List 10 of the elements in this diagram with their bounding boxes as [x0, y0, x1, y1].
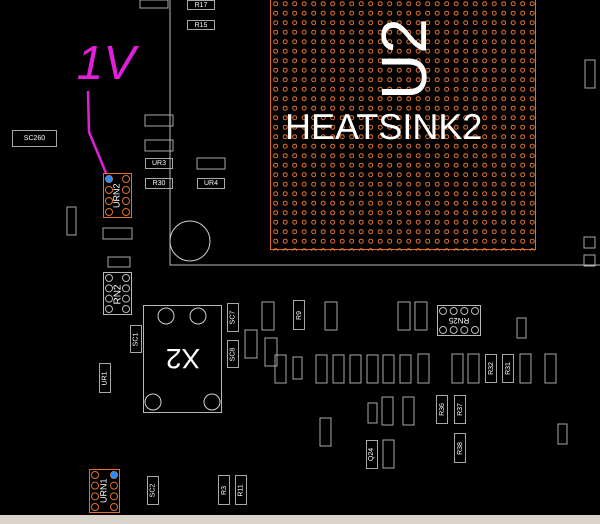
chip-designator: U2 [367, 19, 441, 99]
handwritten-note: 1V [70, 36, 142, 92]
component-label: RN2 [111, 283, 124, 306]
component-label: URN2 [111, 184, 123, 208]
heatsink-label: HEATSINK2 [285, 109, 482, 145]
bga-chip [270, 0, 536, 250]
component-label: URN1 [98, 479, 110, 503]
hand-drawn-line [86, 90, 108, 174]
component-label: RN25 [448, 316, 470, 326]
component-label: X2 [164, 342, 202, 374]
